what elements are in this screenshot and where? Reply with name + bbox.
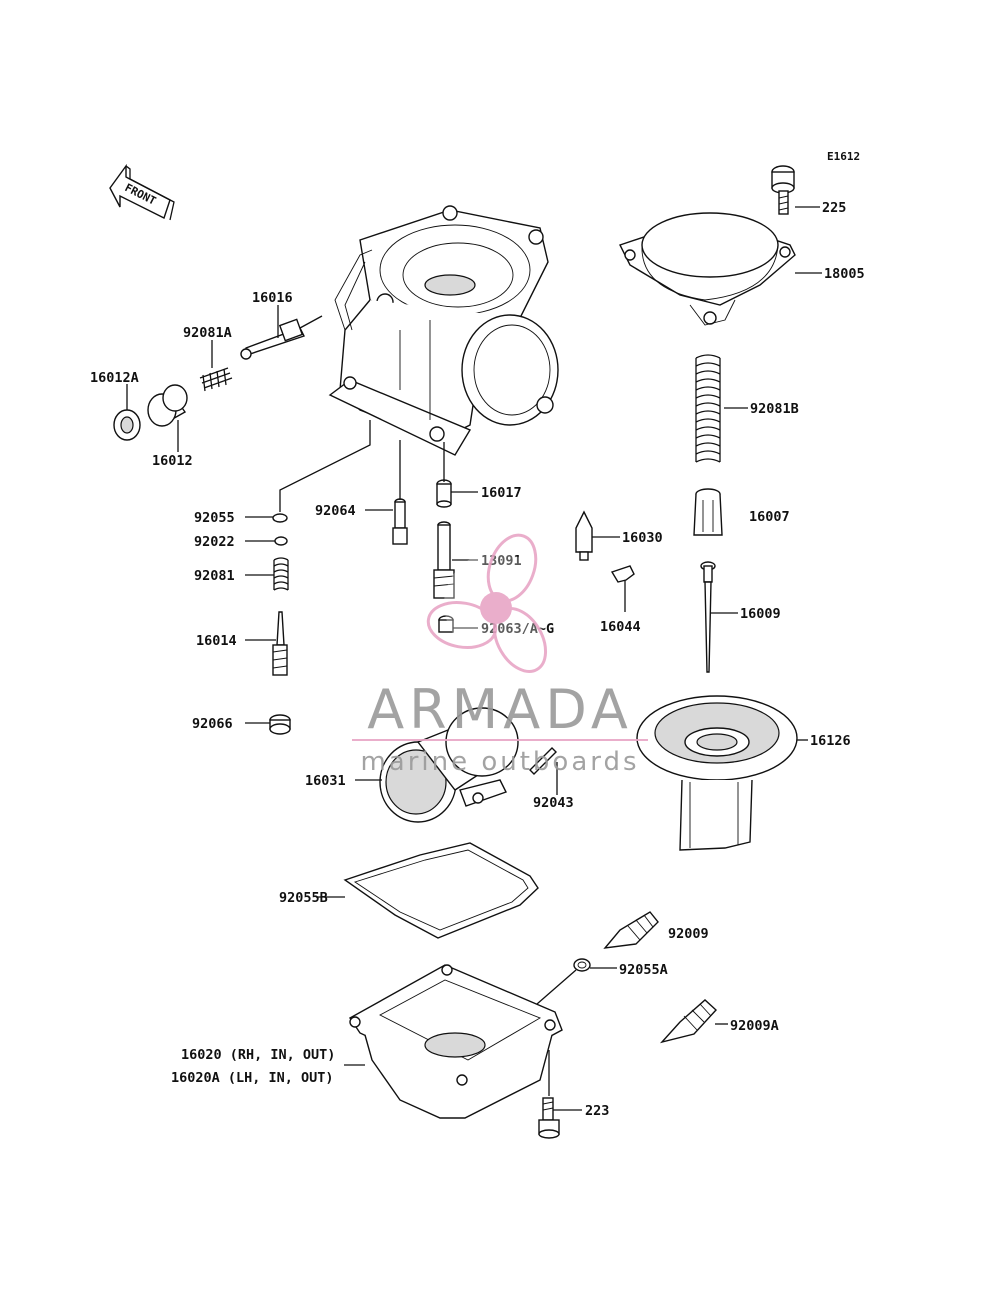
label-16014: 16014 [196, 633, 237, 649]
screw-92009 [603, 911, 659, 949]
label-16009: 16009 [740, 606, 781, 622]
o-ring-92055A [573, 958, 591, 972]
screw-225 [771, 165, 795, 215]
label-16007: 16007 [749, 509, 790, 525]
label-92009: 92009 [668, 926, 709, 942]
label-92055A: 92055A [619, 962, 668, 978]
label-92055B: 92055B [279, 890, 328, 906]
spring-92081 [273, 557, 289, 591]
label-16016: 16016 [252, 290, 293, 306]
label-16126: 16126 [810, 733, 851, 749]
screw-223 [538, 1097, 560, 1139]
label-16017: 16017 [481, 485, 522, 501]
watermark-tagline: marine outboards [360, 747, 639, 777]
needle-jet-13091 [433, 521, 455, 599]
label-92081A: 92081A [183, 325, 232, 341]
cap-16012 [147, 384, 188, 427]
watermark: ARMADA marine outboards [352, 533, 648, 777]
label-16031: 16031 [305, 773, 346, 789]
jet-16017 [436, 479, 452, 508]
mixture-screw-16014 [272, 611, 288, 676]
main-jet-92063 [438, 615, 454, 633]
label-92022: 92022 [194, 534, 235, 550]
label-92055: 92055 [194, 510, 235, 526]
label-18005: 18005 [824, 266, 865, 282]
gasket-92055B [343, 842, 539, 939]
leader-lines [126, 206, 822, 1111]
front-arrow-icon: FRONT [109, 163, 175, 221]
diagram-code: E1612 [827, 150, 860, 163]
label-92043: 92043 [533, 795, 574, 811]
diaphragm-16126 [636, 695, 798, 851]
spring-92081A [199, 367, 233, 392]
label-223: 223 [585, 1103, 609, 1119]
jet-needle-16009 [700, 561, 716, 673]
label-92081: 92081 [194, 568, 235, 584]
clip-16044 [610, 565, 635, 583]
label-92064: 92064 [315, 503, 356, 519]
label-92066: 92066 [192, 716, 233, 732]
watermark-brand: ARMADA [367, 678, 633, 741]
needle-holder-16007 [693, 488, 723, 536]
label-16044: 16044 [600, 619, 641, 635]
o-ring-92055 [272, 513, 288, 523]
pin-92043 [529, 747, 557, 775]
jet-92064 [392, 498, 408, 545]
pilot-screw-16016 [240, 315, 323, 360]
float-bowl-16020 [348, 964, 563, 1119]
spring-92081B [695, 354, 721, 463]
label-16012A: 16012A [90, 370, 139, 386]
plug-92066 [269, 714, 291, 735]
cap-16012A [113, 409, 141, 441]
label-92009A: 92009A [730, 1018, 779, 1034]
screw-92009A [659, 999, 717, 1044]
carburetor-body [328, 205, 559, 456]
label-225: 225 [822, 200, 846, 216]
top-cover-18005 [619, 212, 796, 326]
washer-92022 [274, 536, 288, 546]
float-valve-16030 [575, 510, 593, 561]
label-16030: 16030 [622, 530, 663, 546]
label-16020A: 16020A (LH, IN, OUT) [171, 1070, 334, 1086]
label-16020: 16020 (RH, IN, OUT) [181, 1047, 335, 1063]
label-92081B: 92081B [750, 401, 799, 417]
throttle-valve-16031 [379, 707, 519, 823]
part-labels: 225 18005 16016 92081A 16012A 16012 9208… [90, 200, 865, 1119]
propeller-logo-icon [426, 533, 548, 673]
label-16012: 16012 [152, 453, 193, 469]
